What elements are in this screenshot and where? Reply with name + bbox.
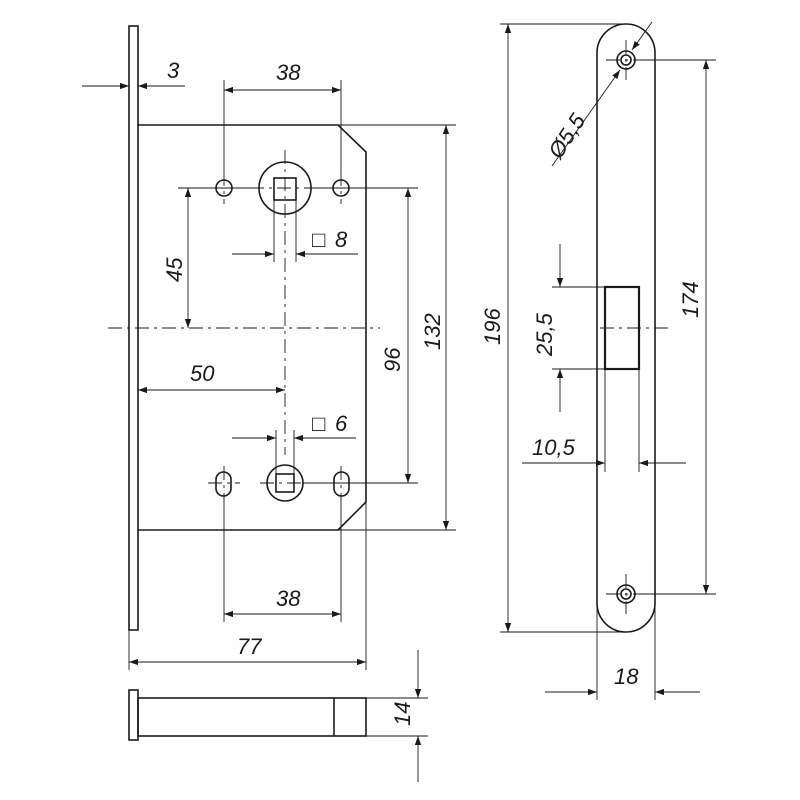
svg-text:8: 8 bbox=[335, 227, 348, 252]
dim-screw-spacing-top: 38 bbox=[223, 60, 342, 172]
faceplate-bottom-view bbox=[128, 689, 139, 741]
dim-spindle-spacing: 96 bbox=[303, 187, 418, 484]
dim-faceplate-thickness: 3 bbox=[82, 58, 185, 90]
svg-text:6: 6 bbox=[335, 411, 348, 436]
side-view: 196 Ø5,5 174 25,5 bbox=[480, 21, 716, 700]
svg-text:96: 96 bbox=[380, 347, 405, 372]
dim-body-thickness: 14 bbox=[366, 650, 428, 782]
svg-text:77: 77 bbox=[237, 634, 262, 659]
dim-square-top: □ 8 bbox=[232, 200, 358, 262]
slot-hole-bottom-left bbox=[215, 471, 232, 497]
svg-text:38: 38 bbox=[276, 60, 301, 85]
dim-square-bottom: □ 6 bbox=[232, 411, 356, 474]
dim-backset: 50 bbox=[138, 361, 285, 394]
svg-text:□: □ bbox=[312, 411, 325, 436]
svg-text:50: 50 bbox=[190, 361, 215, 386]
dim-latch-width: 10,5 bbox=[522, 369, 686, 472]
svg-text:18: 18 bbox=[614, 664, 639, 689]
dim-body-height: 132 bbox=[338, 124, 456, 531]
dim-latch-height: 25,5 bbox=[532, 244, 605, 412]
bottom-view: 14 bbox=[128, 650, 428, 782]
dim-faceplate-height: 196 bbox=[480, 23, 626, 633]
svg-text:132: 132 bbox=[420, 313, 445, 350]
svg-text:45: 45 bbox=[162, 257, 187, 282]
dim-faceplate-width: 18 bbox=[545, 560, 700, 700]
front-view: 3 38 45 □ 8 50 bbox=[82, 25, 456, 670]
svg-text:25,5: 25,5 bbox=[532, 312, 557, 357]
svg-text:□: □ bbox=[312, 227, 325, 252]
spindle-bottom bbox=[260, 464, 310, 502]
svg-text:174: 174 bbox=[678, 281, 703, 318]
slot-hole-bottom-right bbox=[333, 471, 350, 497]
dim-mount-hole-spacing: 174 bbox=[640, 59, 716, 595]
dim-offset-45: 45 bbox=[162, 187, 259, 328]
lock-body-outline bbox=[138, 124, 367, 531]
lock-body-bottom-view bbox=[137, 697, 367, 737]
svg-text:3: 3 bbox=[167, 58, 180, 83]
dim-body-depth: 77 bbox=[128, 502, 367, 670]
dim-screw-spacing-bottom: 38 bbox=[223, 496, 342, 622]
svg-text:Ø5,5: Ø5,5 bbox=[543, 108, 591, 163]
svg-text:38: 38 bbox=[276, 586, 301, 611]
svg-text:10,5: 10,5 bbox=[532, 435, 576, 460]
svg-text:196: 196 bbox=[480, 308, 505, 345]
svg-text:14: 14 bbox=[390, 702, 415, 726]
